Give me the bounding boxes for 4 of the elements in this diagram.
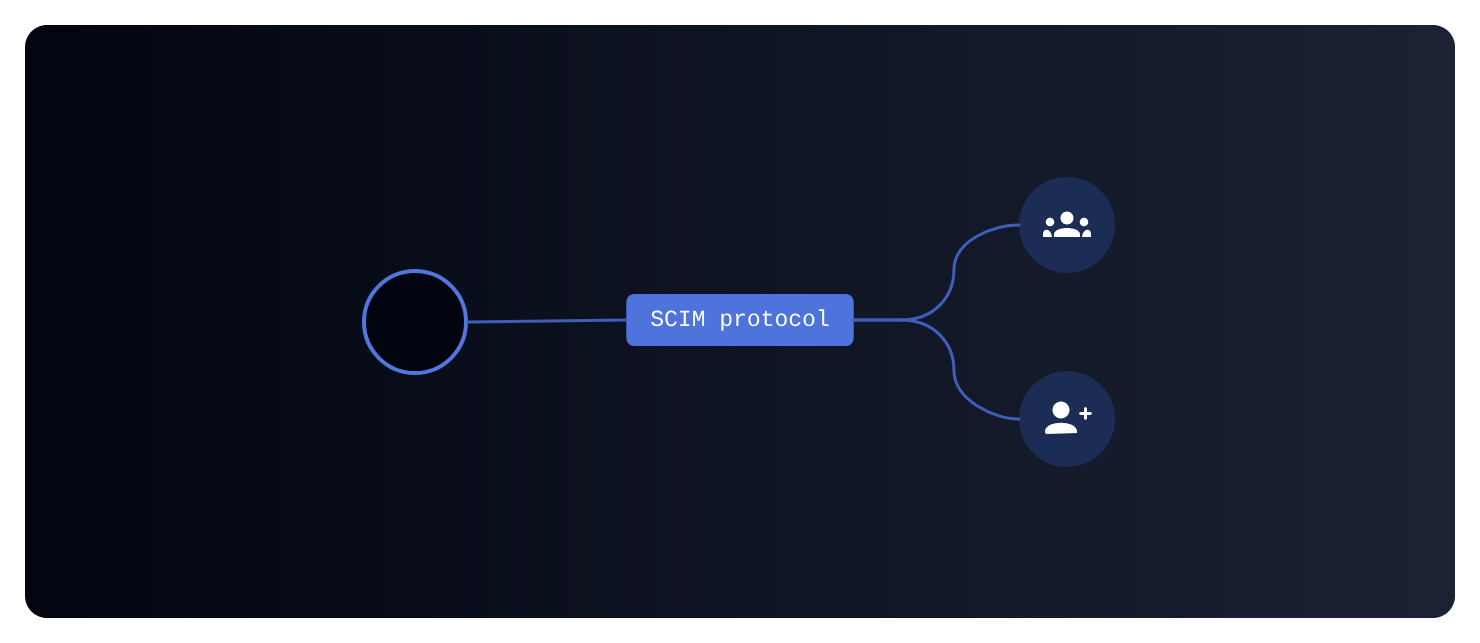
icon-circle: [1019, 371, 1115, 467]
ring-node: [362, 269, 468, 375]
icon-circle: [1019, 177, 1115, 273]
label-box: SCIM protocol: [626, 294, 854, 346]
